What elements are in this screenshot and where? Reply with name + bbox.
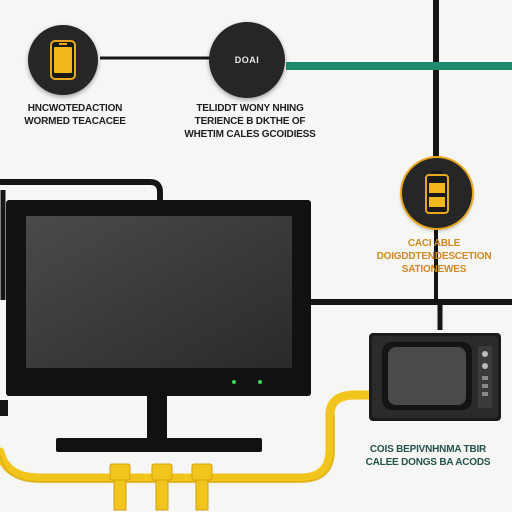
monitor-cable: [0, 179, 163, 205]
caption-line: TERIENCE B DKTHE OF: [194, 116, 306, 127]
caption-center: TELIDDT WONY NHING TERIENCE B DKTHE OF W…: [160, 102, 340, 141]
caption-line: CACI ABLE: [407, 238, 461, 249]
battery-icon: [425, 171, 449, 214]
yellow-cable: [0, 390, 380, 483]
tv-icon[interactable]: [368, 332, 502, 424]
yellow-cable-shade: [0, 415, 335, 483]
caption-line: WHETIM CALES GCOIDIESS: [184, 129, 316, 140]
caption-line: WORMED TEACACEE: [24, 116, 126, 127]
cable-connectors-icon: [109, 463, 213, 511]
caption-bottom-right: COIS BEPIVNHNMA TBIR CALEE DONGS BA ACOD…: [348, 443, 508, 469]
caption-line: TELIDDT WONY NHING: [196, 103, 304, 114]
caption-line: CALEE DONGS BA ACODS: [365, 457, 491, 468]
phone-icon: [50, 40, 76, 80]
caption-line: HNCWOTEDACTION: [27, 103, 123, 114]
caption-line: DOIGDDTENDESCETION: [376, 251, 492, 262]
caption-left: HNCWOTEDACTION WORMED TEACACEE: [2, 102, 148, 128]
phone-node[interactable]: [28, 25, 98, 95]
caption-line: SATIONEWES: [401, 264, 467, 275]
battery-node[interactable]: [402, 158, 472, 228]
center-node[interactable]: DOAI: [209, 22, 285, 98]
node-label: DOAI: [234, 55, 260, 65]
caption-right: CACI ABLE DOIGDDTENDESCETION SATIONEWES: [356, 237, 512, 276]
caption-line: COIS BEPIVNHNMA TBIR: [369, 444, 487, 455]
monitor-icon[interactable]: [4, 198, 314, 460]
cable-stub: [0, 400, 8, 416]
